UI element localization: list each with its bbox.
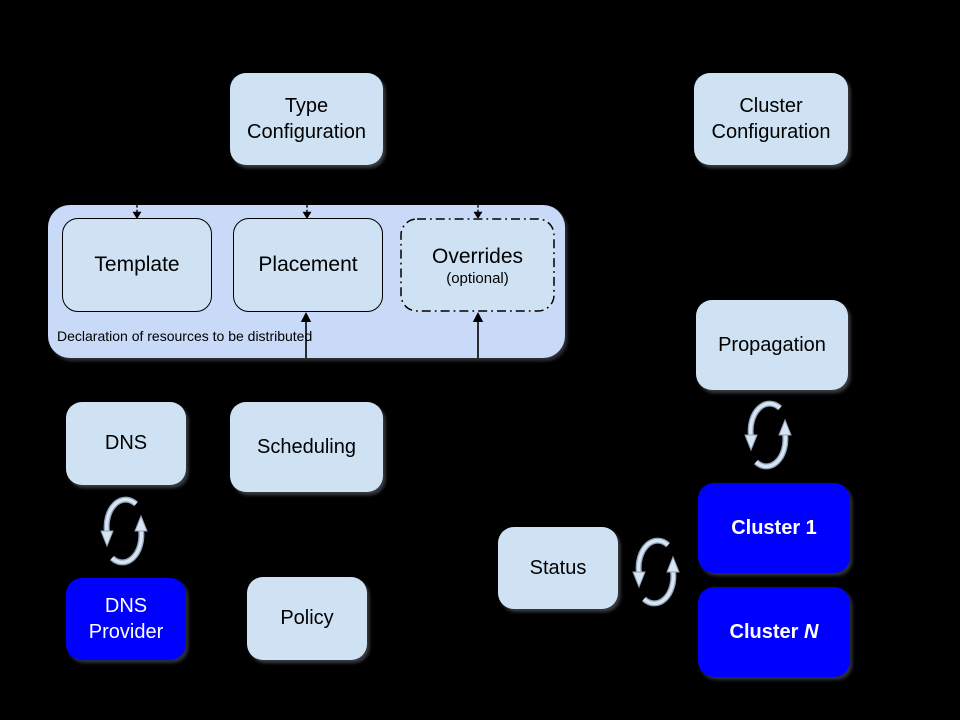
placement-label: Placement bbox=[258, 253, 358, 277]
arrow-down-dashed-icon bbox=[131, 205, 143, 219]
scheduling-node: Scheduling bbox=[230, 402, 383, 492]
declaration-group-caption: Declaration of resources to be distribut… bbox=[57, 328, 313, 344]
propagation-node: Propagation bbox=[696, 300, 848, 390]
overrides-node: Overrides (optional) bbox=[400, 218, 555, 312]
dns-label: DNS bbox=[104, 432, 148, 455]
type-configuration-label: Type Configuration bbox=[247, 94, 366, 143]
arrow-down-dashed-icon bbox=[301, 205, 313, 219]
status-node: Status bbox=[498, 527, 618, 609]
dash-dot-border bbox=[400, 218, 555, 312]
overrides-sublabel: (optional) bbox=[446, 269, 509, 287]
cluster-n-italic: N bbox=[804, 620, 819, 643]
template-label: Template bbox=[94, 253, 180, 277]
sync-icon bbox=[631, 537, 681, 607]
placement-node: Placement bbox=[233, 218, 383, 312]
dns-provider-label: DNS Provider bbox=[88, 594, 164, 643]
sync-icon bbox=[99, 496, 149, 566]
dns-provider-node: DNS Provider bbox=[66, 578, 186, 660]
cluster-1-node: Cluster 1 bbox=[698, 483, 850, 573]
cluster-n-label: Cluster N bbox=[729, 620, 819, 643]
cluster-configuration-node: Cluster Configuration bbox=[694, 73, 848, 165]
policy-node: Policy bbox=[247, 577, 367, 660]
cluster-1-label: Cluster 1 bbox=[731, 516, 817, 539]
overrides-label: Overrides bbox=[431, 244, 524, 268]
propagation-label: Propagation bbox=[718, 333, 826, 356]
cluster-configuration-label: Cluster Configuration bbox=[711, 94, 831, 143]
arrow-down-dashed-icon bbox=[472, 205, 484, 219]
arrow-up-icon bbox=[300, 312, 312, 358]
arrow-up-icon bbox=[472, 312, 484, 358]
scheduling-label: Scheduling bbox=[257, 435, 356, 458]
type-configuration-node: Type Configuration bbox=[230, 73, 383, 165]
sync-icon bbox=[743, 400, 793, 470]
policy-label: Policy bbox=[280, 607, 334, 630]
declaration-group: Template Placement Overrides (optional) … bbox=[48, 205, 565, 358]
template-node: Template bbox=[62, 218, 212, 312]
status-label: Status bbox=[529, 556, 587, 579]
cluster-n-node: Cluster N bbox=[698, 587, 850, 677]
dns-node: DNS bbox=[66, 402, 186, 485]
